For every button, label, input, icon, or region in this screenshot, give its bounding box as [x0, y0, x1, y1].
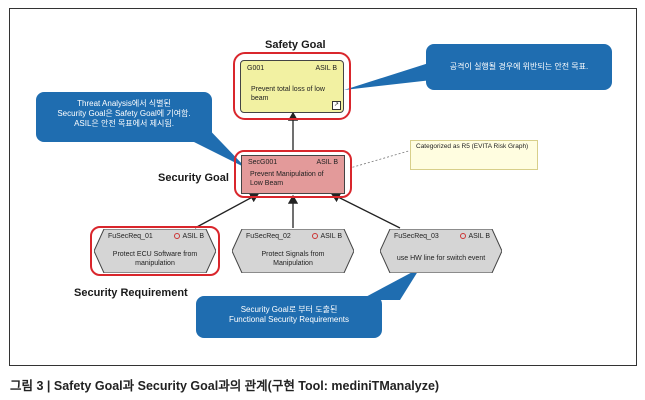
safety-goal-node[interactable]: G001 ASIL B Prevent total loss of low be… — [240, 60, 344, 113]
requirement-3-text-line1: use HW line for switch event — [396, 255, 486, 262]
requirement-1-text-line1: Protect ECU Software from — [112, 251, 198, 258]
security-goal-text-line2: Low Beam — [250, 180, 284, 187]
security-goal-asil: ASIL B — [316, 159, 338, 166]
callout-requirements: Security Goal로 부터 도출된 Functional Securit… — [196, 296, 382, 338]
callout-safety-goal: 공격이 실행될 경우에 위반되는 안전 목표. — [426, 44, 612, 90]
safety-goal-text-line2: beam — [251, 95, 269, 102]
hexagon-shape — [380, 229, 502, 273]
edge-note-to-secgoal — [349, 149, 413, 169]
requirement-1-highlight — [90, 226, 220, 276]
security-goal-id: SecG001 — [248, 159, 278, 166]
safety-goal-text-line1: Prevent total loss of low — [251, 86, 325, 93]
callout-req-line1: Security Goal로 부터 도출된 — [240, 305, 338, 314]
callout-threat-line3: ASIL은 안전 목표에서 제시됨. — [74, 119, 174, 128]
risk-note-text: Categorized as R5 (EVITA Risk Graph) — [416, 143, 529, 150]
figure-caption: 그림 3 | Safety Goal과 Security Goal과의 관계(구… — [10, 379, 440, 393]
requirement-3-asil: ASIL B — [468, 233, 490, 240]
requirement-1-id: FuSecReq_01 — [108, 233, 153, 240]
safety-goal-label: Safety Goal — [265, 39, 326, 51]
security-goal-label: Security Goal — [158, 172, 229, 184]
requirement-node-3[interactable]: FuSecReq_03 ASIL B use HW line for switc… — [380, 229, 502, 273]
risk-note: Categorized as R5 (EVITA Risk Graph) — [410, 140, 538, 170]
link-icon: ↗ — [332, 101, 341, 110]
safety-goal-highlight — [233, 52, 351, 120]
requirement-2-id: FuSecReq_02 — [246, 233, 291, 240]
requirement-2-text-line2: Manipulation — [273, 260, 313, 267]
asil-dot-icon — [174, 233, 181, 239]
callout-safety-text: 공격이 실행될 경우에 위반되는 안전 목표. — [449, 62, 589, 71]
security-goal-highlight — [234, 150, 352, 198]
requirement-1-asil: ASIL B — [182, 233, 204, 240]
requirement-2-text-line1: Protect Signals from — [261, 251, 325, 258]
security-requirement-label: Security Requirement — [74, 287, 188, 299]
safety-goal-asil: ASIL B — [315, 65, 337, 72]
requirement-node-1[interactable]: FuSecReq_01 ASIL B Protect ECU Software … — [94, 229, 216, 273]
security-goal-node[interactable]: SecG001 ASIL B Prevent Manipulation of L… — [241, 155, 345, 194]
hexagon-shape — [232, 229, 354, 273]
callout-tail-safety — [344, 62, 432, 90]
callout-tail-req — [360, 268, 420, 300]
requirement-2-asil: ASIL B — [320, 233, 342, 240]
requirement-node-2[interactable]: FuSecReq_02 ASIL B Protect Signals from … — [232, 229, 354, 273]
asil-dot-icon — [312, 233, 319, 239]
hexagon-shape — [94, 229, 216, 273]
asil-dot-icon — [460, 233, 467, 239]
security-goal-text-line1: Prevent Manipulation of — [250, 171, 324, 178]
callout-threat-line2: Security Goal은 Safety Goal에 기여함. — [57, 109, 191, 118]
safety-goal-id: G001 — [247, 65, 265, 72]
callout-threat-analysis: Threat Analysis에서 식별된 Security Goal은 Saf… — [36, 92, 212, 142]
edge-req1-to-secgoal — [194, 193, 260, 229]
callout-threat-line1: Threat Analysis에서 식별된 — [77, 99, 171, 108]
requirement-3-id: FuSecReq_03 — [394, 233, 439, 240]
requirement-1-text-line2: manipulation — [135, 260, 175, 267]
callout-req-line2: Functional Security Requirements — [228, 315, 350, 324]
edge-req3-to-secgoal — [330, 192, 401, 229]
